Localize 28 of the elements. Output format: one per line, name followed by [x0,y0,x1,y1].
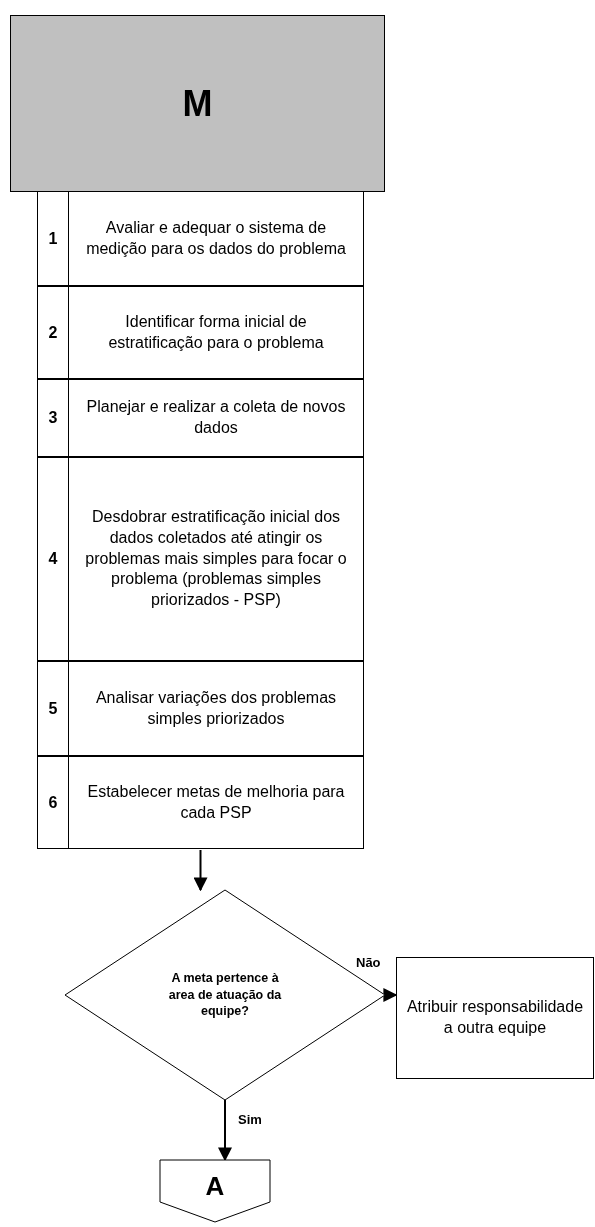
step-text: Analisar variações dos problemas simples priorizados [94,687,338,729]
step-text: Estabelecer metas de melhoria para cada PSP [86,781,346,823]
step-row [37,661,364,756]
step-row [37,457,364,661]
arrow [383,988,398,1002]
step-number: 2 [38,287,69,378]
step-row [37,756,364,849]
step-text: Avaliar e adequar o sistema de medição para os dados do problema [85,217,347,259]
arrow [193,849,208,892]
step-number: 1 [38,192,69,285]
edge-label: Sim [237,1112,263,1127]
step-row [37,286,364,379]
edge-label: Não [355,955,382,970]
step-number: 4 [38,458,69,660]
phase-header [10,15,385,192]
phase-letter: M [182,82,213,125]
step-number: 5 [38,662,69,755]
connector-label: A [205,1170,225,1202]
step-row [37,379,364,457]
step-row [37,191,364,286]
step-text: Identificar forma inicial de estratificação para o problema [107,311,325,353]
step-number: 3 [38,380,69,456]
decision-text: A meta pertence à area de atuação da equipe? [167,969,283,1021]
step-text: Desdobrar estratificação inicial dos dados coletados até atingir os problemas mais simples para focar o problema (problemas simples priorizados - PSP) [84,507,348,611]
process-box: Atribuir responsabilidade a outra equipe [396,957,594,1079]
arrow [218,1099,232,1162]
step-text: Planejar e realizar a coleta de novos dados [85,397,347,438]
step-number: 6 [38,757,69,848]
